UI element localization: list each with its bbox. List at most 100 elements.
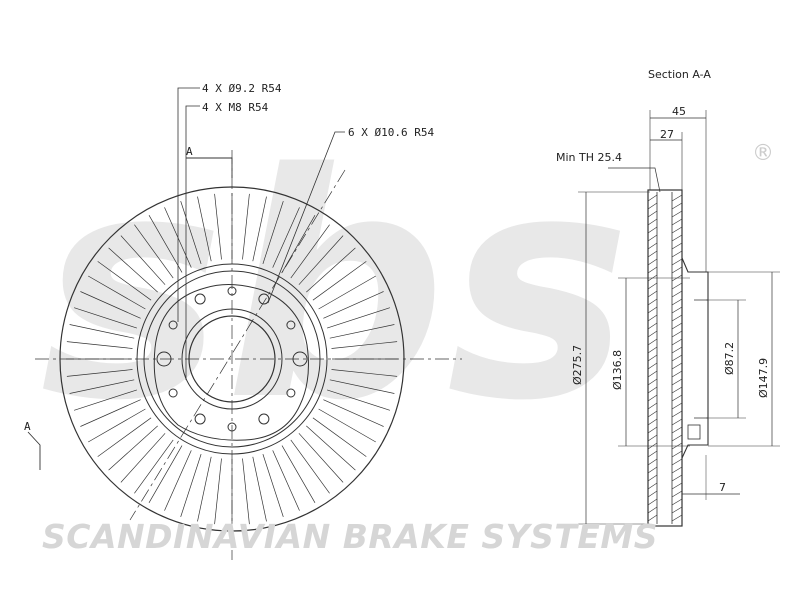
hatch-line (647, 218, 658, 226)
hatch-line (647, 426, 658, 434)
vent-line (69, 324, 135, 339)
vent-line (134, 224, 174, 279)
vent-line (88, 275, 146, 310)
hatch-line (671, 474, 683, 482)
hatch-line (647, 298, 658, 306)
leader-hole-9-2 (177, 87, 200, 322)
hatch-line (671, 450, 683, 458)
hatch-line (647, 258, 658, 266)
section-arrow-top (186, 157, 233, 178)
hub-contour (153, 284, 309, 441)
bolt-stud-section (687, 424, 701, 440)
vent-line (298, 235, 344, 285)
section-friction-ring (647, 189, 683, 527)
hatch-line (647, 434, 658, 442)
hatch-line (671, 346, 683, 354)
hatch-line (671, 378, 683, 386)
hatch-line (671, 402, 683, 410)
bore-lines (694, 299, 708, 419)
bolt-hole (194, 413, 206, 425)
vent-line (148, 215, 183, 273)
hatch-line (647, 514, 658, 522)
vent-line (252, 456, 267, 522)
hatch-line (671, 194, 683, 202)
registered-mark: ® (752, 141, 774, 166)
hatch-line (647, 266, 658, 274)
vent-line (329, 379, 395, 394)
hatch-line (671, 242, 683, 250)
hatch-line (671, 290, 683, 298)
hatch-line (671, 394, 683, 402)
hatch-line (671, 410, 683, 418)
vent-line (323, 399, 384, 427)
section-title: Section A-A (648, 68, 711, 81)
hatch-line (671, 418, 683, 426)
hatch-line (671, 354, 683, 362)
hatch-line (671, 306, 683, 314)
leader-hole-10-6 (267, 131, 345, 304)
hole-label-m8: 4 X M8 R54 (202, 101, 269, 114)
bolt-hole (286, 388, 296, 398)
hole-label-9-2: 4 X Ø9.2 R54 (202, 82, 282, 95)
vent-line (262, 200, 284, 265)
hatch-line (647, 242, 658, 250)
hatch-line (671, 314, 683, 322)
hatch-line (671, 330, 683, 338)
hatch-line (671, 434, 683, 442)
hatch-line (647, 354, 658, 362)
section-marker-top: A (186, 145, 193, 158)
vent-line (323, 291, 384, 319)
hatch-line (647, 306, 658, 314)
hatch-line (647, 194, 658, 202)
hatch-line (647, 386, 658, 394)
hatch-line (647, 290, 658, 298)
hatch-line (647, 466, 658, 474)
hatch-line (647, 498, 658, 506)
hatch-line (647, 330, 658, 338)
vent-line (164, 450, 192, 511)
vent-line (197, 456, 212, 522)
sbs-logo-watermark: sbs (40, 108, 631, 469)
hatch-line (671, 322, 683, 330)
vent-line (180, 200, 202, 265)
vent-line (272, 207, 300, 268)
hatch-line (671, 234, 683, 242)
vent-line (281, 215, 316, 273)
leader-hole-m8 (185, 105, 200, 380)
dim-offset-7: 7 (719, 481, 726, 494)
hatch-line (671, 506, 683, 514)
vent-line (66, 341, 133, 349)
hatch-line (647, 458, 658, 466)
hatch-line (647, 402, 658, 410)
vent-line (298, 433, 344, 483)
vent-line (88, 408, 146, 443)
vent-line (97, 261, 152, 301)
vent-line (242, 193, 250, 260)
section-hatching (647, 194, 683, 522)
vent-line (272, 450, 300, 511)
vent-line (120, 235, 166, 285)
vent-line (318, 408, 376, 443)
vent-line (214, 193, 222, 260)
section-cut-line (129, 169, 346, 521)
dim-dia-147-9: Ø147.9 (757, 358, 770, 398)
vent-line (312, 417, 367, 457)
hatch-line (647, 250, 658, 258)
dim-dia-136-8: Ø136.8 (611, 350, 624, 390)
vent-line (73, 307, 138, 329)
hatch-line (671, 490, 683, 498)
vent-line (290, 439, 330, 494)
hole-label-10-6: 6 X Ø10.6 R54 (348, 126, 434, 139)
vent-line (180, 453, 202, 518)
hatch-line (671, 338, 683, 346)
vent-line (197, 196, 212, 262)
hatch-line (671, 458, 683, 466)
vent-line (120, 433, 166, 483)
hatch-line (671, 282, 683, 290)
hatch-line (671, 202, 683, 210)
vent-line (69, 379, 135, 394)
vent-line (148, 445, 183, 503)
vent-line (306, 425, 356, 471)
vent-line (331, 341, 398, 349)
hatch-line (671, 266, 683, 274)
